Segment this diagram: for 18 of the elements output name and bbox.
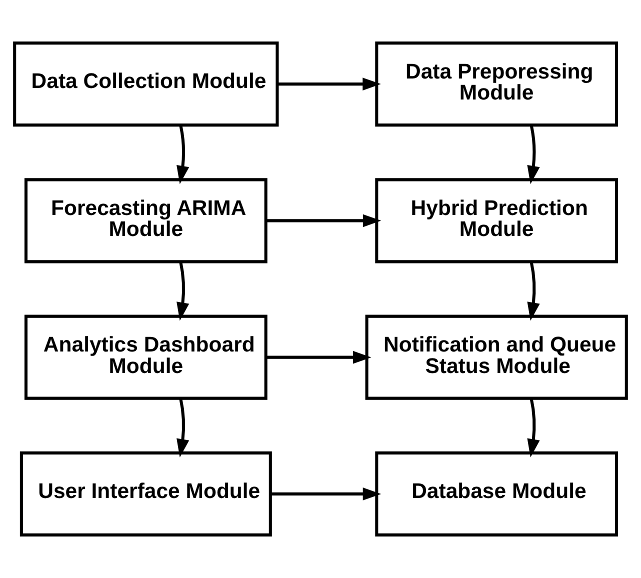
arrow	[266, 214, 382, 228]
node-box: Analytics Dashboard Module	[24, 314, 268, 400]
node-box: Data Collection Module	[13, 42, 279, 127]
arrow	[527, 125, 540, 184]
arrow	[176, 125, 190, 184]
node-box: Data Preporessing Module	[375, 42, 618, 127]
arrow	[176, 262, 190, 321]
arrow	[270, 488, 382, 500]
arrow	[277, 78, 381, 90]
arrow	[266, 350, 372, 364]
arrow	[176, 398, 190, 458]
node-box: User Interface Module	[20, 451, 272, 536]
node-box: Database Module	[375, 451, 618, 536]
arrow	[527, 262, 540, 321]
node-box: Notification and Queue Status Module	[365, 314, 628, 400]
node-box: Forecasting ARIMA Module	[24, 178, 268, 264]
arrow	[527, 398, 540, 458]
node-box: Hybrid Prediction Module	[375, 178, 618, 264]
